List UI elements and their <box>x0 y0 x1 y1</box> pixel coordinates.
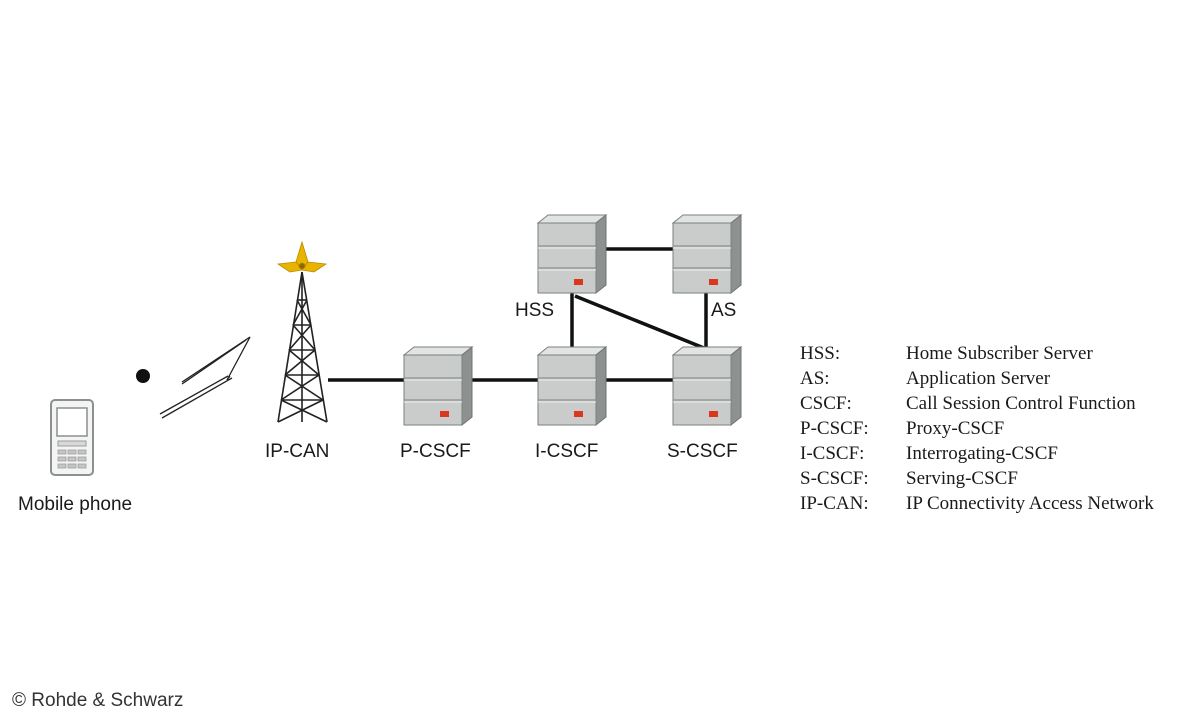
connections <box>328 247 708 382</box>
radio-link-icon <box>159 336 251 419</box>
server-icon-scscf <box>672 346 742 426</box>
server-icon-pcscf <box>403 346 473 426</box>
legend-abbr: S-CSCF: <box>800 468 869 489</box>
hss-label: HSS <box>515 300 554 321</box>
legend-abbr: AS: <box>800 368 830 389</box>
server-icon-hss <box>537 214 607 294</box>
as-label: AS <box>711 300 736 321</box>
legend-description: Serving-CSCF <box>906 468 1018 489</box>
legend-item: AS: Application Server <box>800 368 1051 389</box>
legend: HSS: Home Subscriber Server AS: Applicat… <box>800 343 1154 514</box>
legend-item: CSCF: Call Session Control Function <box>800 393 1136 414</box>
s-cscf-label: S-CSCF <box>667 441 738 462</box>
server-icon-icscf <box>537 346 607 426</box>
legend-item: I-CSCF: Interrogating-CSCF <box>800 443 1058 464</box>
legend-abbr: P-CSCF: <box>800 418 869 439</box>
mobile-phone-label: Mobile phone <box>18 494 132 515</box>
link-hss-scscf <box>574 294 705 350</box>
signal-dot <box>136 369 150 383</box>
p-cscf-label: P-CSCF <box>400 441 471 462</box>
legend-item: S-CSCF: Serving-CSCF <box>800 468 1018 489</box>
antenna-icon <box>276 240 328 273</box>
legend-abbr: IP-CAN: <box>800 493 869 514</box>
legend-abbr: HSS: <box>800 343 840 364</box>
legend-description: Application Server <box>906 368 1051 389</box>
legend-description: IP Connectivity Access Network <box>906 493 1154 514</box>
ip-can-label: IP-CAN <box>265 441 329 462</box>
server-icon-as <box>672 214 742 294</box>
i-cscf-label: I-CSCF <box>535 441 598 462</box>
legend-item: HSS: Home Subscriber Server <box>800 343 1093 364</box>
legend-description: Home Subscriber Server <box>906 343 1093 364</box>
radio-tower-icon <box>276 240 328 423</box>
legend-item: IP-CAN: IP Connectivity Access Network <box>800 493 1154 514</box>
copyright-notice: © Rohde & Schwarz <box>12 690 183 711</box>
legend-description: Interrogating-CSCF <box>906 443 1058 464</box>
legend-description: Call Session Control Function <box>906 393 1136 414</box>
mobile-phone-icon <box>50 399 94 476</box>
legend-description: Proxy-CSCF <box>906 418 1004 439</box>
legend-abbr: I-CSCF: <box>800 443 864 464</box>
legend-abbr: CSCF: <box>800 393 852 414</box>
legend-item: P-CSCF: Proxy-CSCF <box>800 418 1004 439</box>
